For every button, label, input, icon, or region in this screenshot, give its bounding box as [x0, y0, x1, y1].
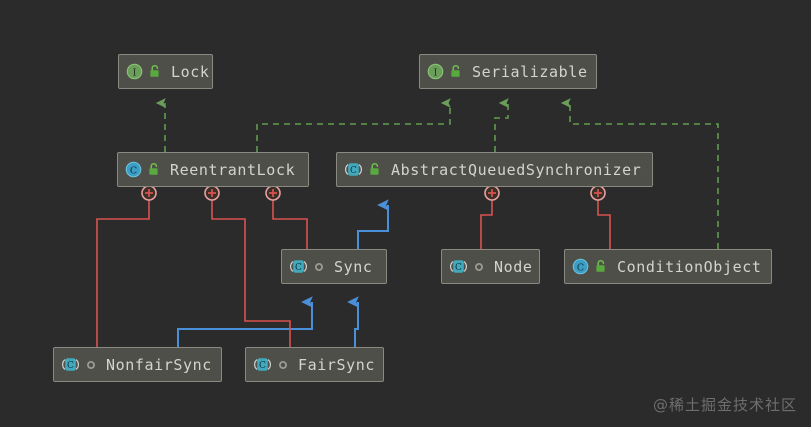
svg-text:C: C	[67, 361, 74, 371]
edge-aqs-contains-conditionobject	[597, 200, 611, 249]
class-icon: C	[572, 258, 589, 275]
package-private-icon	[473, 261, 485, 273]
svg-text:I: I	[133, 67, 137, 78]
public-lock-icon	[147, 162, 161, 177]
containment-markers	[141, 185, 606, 201]
svg-text:C: C	[350, 166, 357, 176]
package-private-icon	[277, 359, 289, 371]
edge-reentrantlock-contains-nonfairsync	[96, 200, 150, 347]
class-node-label: FairSync	[298, 355, 376, 374]
plus-circle-icon	[265, 185, 281, 201]
abstract-class-icon: C	[289, 258, 308, 275]
plus-circle-icon	[484, 185, 500, 201]
abstract-class-icon: C	[61, 356, 80, 373]
abstract-class-icon: C	[253, 356, 272, 373]
class-node-label: Sync	[334, 257, 373, 276]
plus-circle-icon	[590, 185, 606, 201]
class-node-sync[interactable]: C Sync	[281, 249, 387, 284]
class-node-conditionobject[interactable]: C ConditionObject	[564, 249, 772, 284]
abstract-class-icon: C	[344, 161, 363, 178]
edge-reentrantlock-contains-fairsync	[211, 200, 291, 347]
public-lock-icon	[594, 259, 608, 274]
edge-reentrantlock-contains-sync	[272, 200, 308, 249]
class-node-fairsync[interactable]: C FairSync	[245, 347, 384, 382]
class-node-reentrantlock[interactable]: C ReentrantLock	[117, 152, 309, 187]
edge-nonfairsync-extends-sync	[177, 296, 313, 347]
class-node-aqs[interactable]: C AbstractQueuedSynchronizer	[336, 152, 653, 187]
public-lock-icon	[368, 162, 382, 177]
public-lock-icon	[449, 64, 463, 79]
edge-sync-extends-aqs	[357, 199, 389, 249]
class-node-label: Serializable	[472, 62, 588, 81]
class-node-label: AbstractQueuedSynchronizer	[391, 160, 642, 179]
edge-fairsync-extends-sync	[347, 296, 359, 347]
edge-aqs-contains-node	[480, 200, 493, 249]
svg-text:C: C	[259, 361, 266, 371]
class-node-node[interactable]: C Node	[441, 249, 540, 284]
class-node-label: ConditionObject	[617, 257, 762, 276]
class-node-label: ReentrantLock	[170, 160, 296, 179]
plus-circle-icon	[204, 185, 220, 201]
svg-text:C: C	[455, 263, 462, 273]
svg-text:I: I	[434, 67, 438, 78]
class-node-label: Node	[494, 257, 533, 276]
class-node-lock[interactable]: I Lock	[118, 54, 213, 89]
edge-aqs-implements-serializable	[494, 98, 509, 152]
abstract-class-icon: C	[449, 258, 468, 275]
class-node-nonfairsync[interactable]: C NonfairSync	[53, 347, 222, 382]
watermark: @稀土掘金技术社区	[652, 396, 797, 414]
plus-circle-icon	[141, 185, 157, 201]
interface-icon: I	[126, 63, 143, 80]
public-lock-icon	[148, 64, 162, 79]
package-private-icon	[85, 359, 97, 371]
svg-text:C: C	[577, 262, 584, 273]
class-icon: C	[125, 161, 142, 178]
class-node-label: Lock	[171, 62, 210, 81]
edge-reentrantlock-implements-serializable	[256, 98, 451, 152]
class-node-serializable[interactable]: I Serializable	[419, 54, 597, 89]
svg-text:C: C	[130, 165, 137, 176]
package-private-icon	[313, 261, 325, 273]
svg-text:C: C	[295, 263, 302, 273]
class-node-label: NonfairSync	[106, 355, 212, 374]
interface-icon: I	[427, 63, 444, 80]
